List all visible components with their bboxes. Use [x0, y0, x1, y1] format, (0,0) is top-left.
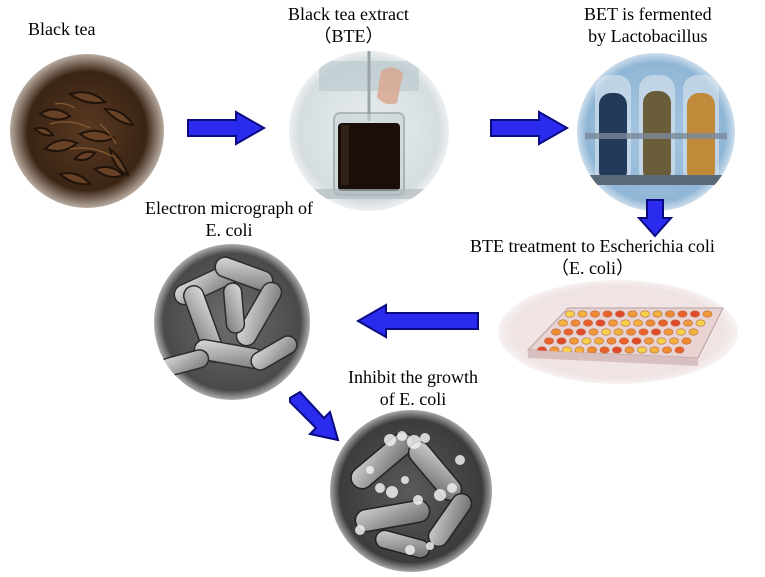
- micrograph-label-line1: Electron micrograph of: [145, 198, 313, 218]
- inhibited-ecoli-image: [330, 410, 492, 572]
- extract-label-line1: Black tea extract: [288, 4, 409, 24]
- black-tea-leaves-image: [10, 54, 164, 208]
- black-tea-label-text: Black tea: [28, 19, 96, 39]
- fermented-label: BET is fermented by Lactobacillus: [584, 3, 712, 47]
- fermented-label-line1: BET is fermented: [584, 4, 712, 24]
- micrograph-label-line2: E. coli: [205, 220, 253, 240]
- treatment-label-line2: （E. coli）: [550, 258, 634, 278]
- ecoli-micrograph-image: [154, 244, 310, 400]
- extract-label-line2: （BTE）: [313, 26, 384, 46]
- fermented-label-line2: by Lactobacillus: [588, 26, 708, 46]
- micrograph-label: Electron micrograph of E. coli: [145, 197, 313, 241]
- well-plate-image: [498, 280, 738, 384]
- inhibit-label: Inhibit the growth of E. coli: [348, 366, 478, 410]
- diagonal-arrow-icon: [284, 390, 344, 444]
- inhibit-label-line1: Inhibit the growth: [348, 367, 478, 387]
- right-arrow-icon-1: [186, 110, 267, 146]
- down-arrow-icon: [636, 198, 674, 238]
- right-arrow-icon-2: [489, 110, 570, 146]
- treatment-label: BTE treatment to Escherichia coli （E. co…: [470, 235, 715, 279]
- test-tubes-image: [577, 53, 735, 211]
- beaker-extract-image: [289, 51, 449, 211]
- extract-label: Black tea extract （BTE）: [288, 3, 409, 47]
- inhibit-label-line2: of E. coli: [379, 389, 447, 409]
- black-tea-label: Black tea: [28, 18, 95, 40]
- left-arrow-icon: [355, 303, 480, 339]
- treatment-label-line1: BTE treatment to Escherichia coli: [470, 236, 715, 256]
